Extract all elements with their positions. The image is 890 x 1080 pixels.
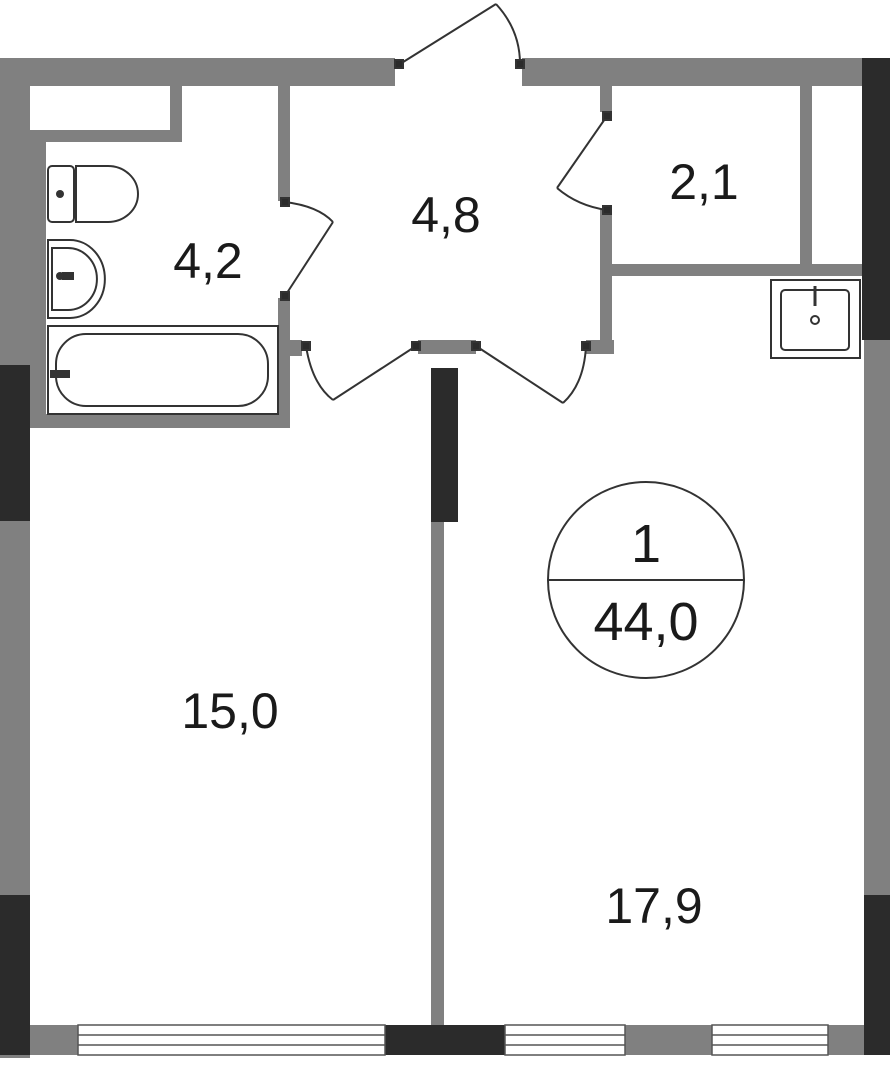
room-area-bedroom: 15,0 <box>181 683 278 739</box>
rooms-count: 1 <box>631 514 661 574</box>
wall-storage-left-upper <box>600 86 612 112</box>
wall-bath-inner-left <box>30 134 46 424</box>
wall-hall-bottom-mid <box>418 340 476 354</box>
dark-left-lower <box>0 895 30 1055</box>
wall-niche-right <box>170 86 182 136</box>
kitchen-sink-icon <box>770 279 861 359</box>
wall-storage-left-lower <box>600 210 612 354</box>
bathroom-door <box>280 197 334 301</box>
fixtures <box>47 165 861 415</box>
dark-mid-partition <box>431 368 458 522</box>
room-labels: 4,2 4,8 2,1 15,0 17,9 <box>173 154 739 934</box>
room-area-storage: 2,1 <box>669 154 739 210</box>
entrance-door <box>394 3 525 69</box>
wall-stub-bedroom <box>290 340 302 356</box>
windows <box>77 1024 829 1056</box>
wall-niche-bottom <box>30 130 182 142</box>
dark-left-upper <box>0 365 30 521</box>
wall-bath-right-lower <box>278 298 290 426</box>
room-area-bathroom: 4,2 <box>173 233 243 289</box>
toilet-icon <box>47 165 139 223</box>
window-left <box>77 1024 386 1056</box>
living-door <box>471 341 591 404</box>
washbasin-icon <box>47 239 106 319</box>
wall-mid-partition <box>431 368 444 1028</box>
dark-right-upper <box>862 58 890 340</box>
window-middle <box>504 1024 626 1056</box>
load-bearing-walls <box>0 58 890 1055</box>
dark-right-lower <box>864 895 890 1055</box>
wall-storage-bottom <box>612 264 864 276</box>
wall-bath-bottom <box>30 414 290 428</box>
wall-storage-right <box>800 86 812 266</box>
wall-top-left <box>0 58 395 86</box>
storage-door <box>556 111 612 215</box>
bedroom-door <box>301 341 421 401</box>
area-badge: 1 44,0 <box>547 481 745 679</box>
wall-bath-right-upper <box>278 86 290 201</box>
window-right <box>711 1024 829 1056</box>
doors <box>280 3 612 404</box>
total-area: 44,0 <box>593 592 698 652</box>
wall-top-right <box>522 58 864 86</box>
bathtub-icon <box>47 325 279 415</box>
dark-bottom-mid <box>385 1025 505 1055</box>
wall-left <box>0 58 30 1058</box>
room-area-hallway: 4,8 <box>411 187 481 243</box>
room-area-living-kitchen: 17,9 <box>605 878 702 934</box>
